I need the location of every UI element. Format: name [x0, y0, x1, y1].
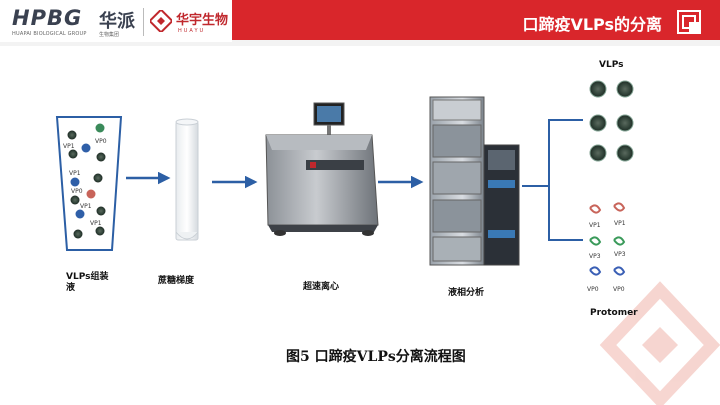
- huapai-sub-text: 生物集团: [99, 32, 120, 38]
- hplc-system-image: [429, 96, 520, 266]
- vp-label: VP3: [589, 253, 601, 260]
- vlps-particles: [589, 80, 634, 162]
- huapai-cn-text: 华派: [99, 11, 135, 32]
- tube-vp-label: VP1: [63, 143, 75, 150]
- tube-vp-label: VP1: [80, 203, 92, 210]
- vp-label: VP3: [614, 251, 626, 258]
- step3-label: 超速离心: [303, 282, 340, 292]
- tube-vp-label: VP1: [90, 220, 102, 227]
- split-bracket: [522, 119, 583, 241]
- huayu-en-text: HUAYU: [178, 28, 206, 34]
- vlp-assembly-tube: [55, 116, 123, 251]
- menu-square-icon[interactable]: [676, 9, 702, 35]
- huapai-en-text: HUAPAI BIOLOGICAL GROUP: [12, 31, 87, 37]
- tube-vp-label: VP0: [95, 138, 107, 145]
- vlps-title: VLPs: [599, 60, 624, 70]
- vp-label: VP0: [587, 286, 599, 293]
- figure-caption: 图5 口蹄疫VLPs分离流程图: [286, 349, 466, 365]
- logo-divider: [143, 8, 144, 36]
- tube-vp-label: VP0: [71, 188, 83, 195]
- huayu-cn-text: 华宇生物: [176, 13, 229, 28]
- vp-label: VP1: [589, 222, 601, 229]
- vp-label: VP0: [613, 286, 625, 293]
- vp-label: VP1: [614, 220, 626, 227]
- tube-vp-label: VP1: [69, 170, 81, 177]
- step4-label: 液相分析: [448, 288, 485, 298]
- page-title: 口蹄疫VLPs的分离: [522, 15, 662, 34]
- sucrose-tube-image: [175, 118, 199, 241]
- watermark-logo-icon: [599, 281, 720, 405]
- protomer-label: Protomer: [590, 308, 638, 318]
- protomer-proteins: [589, 202, 626, 276]
- ultracentrifuge-image: [265, 102, 379, 236]
- step1-label: VLPs组装液: [66, 272, 109, 293]
- hpbg-logo-text: HPBG: [12, 6, 83, 30]
- step2-label: 蔗糖梯度: [158, 276, 195, 286]
- logo-area: HPBG 华派 HUAPAI BIOLOGICAL GROUP 生物集团 华宇生…: [0, 0, 232, 42]
- huayu-logo-icon: [150, 10, 172, 32]
